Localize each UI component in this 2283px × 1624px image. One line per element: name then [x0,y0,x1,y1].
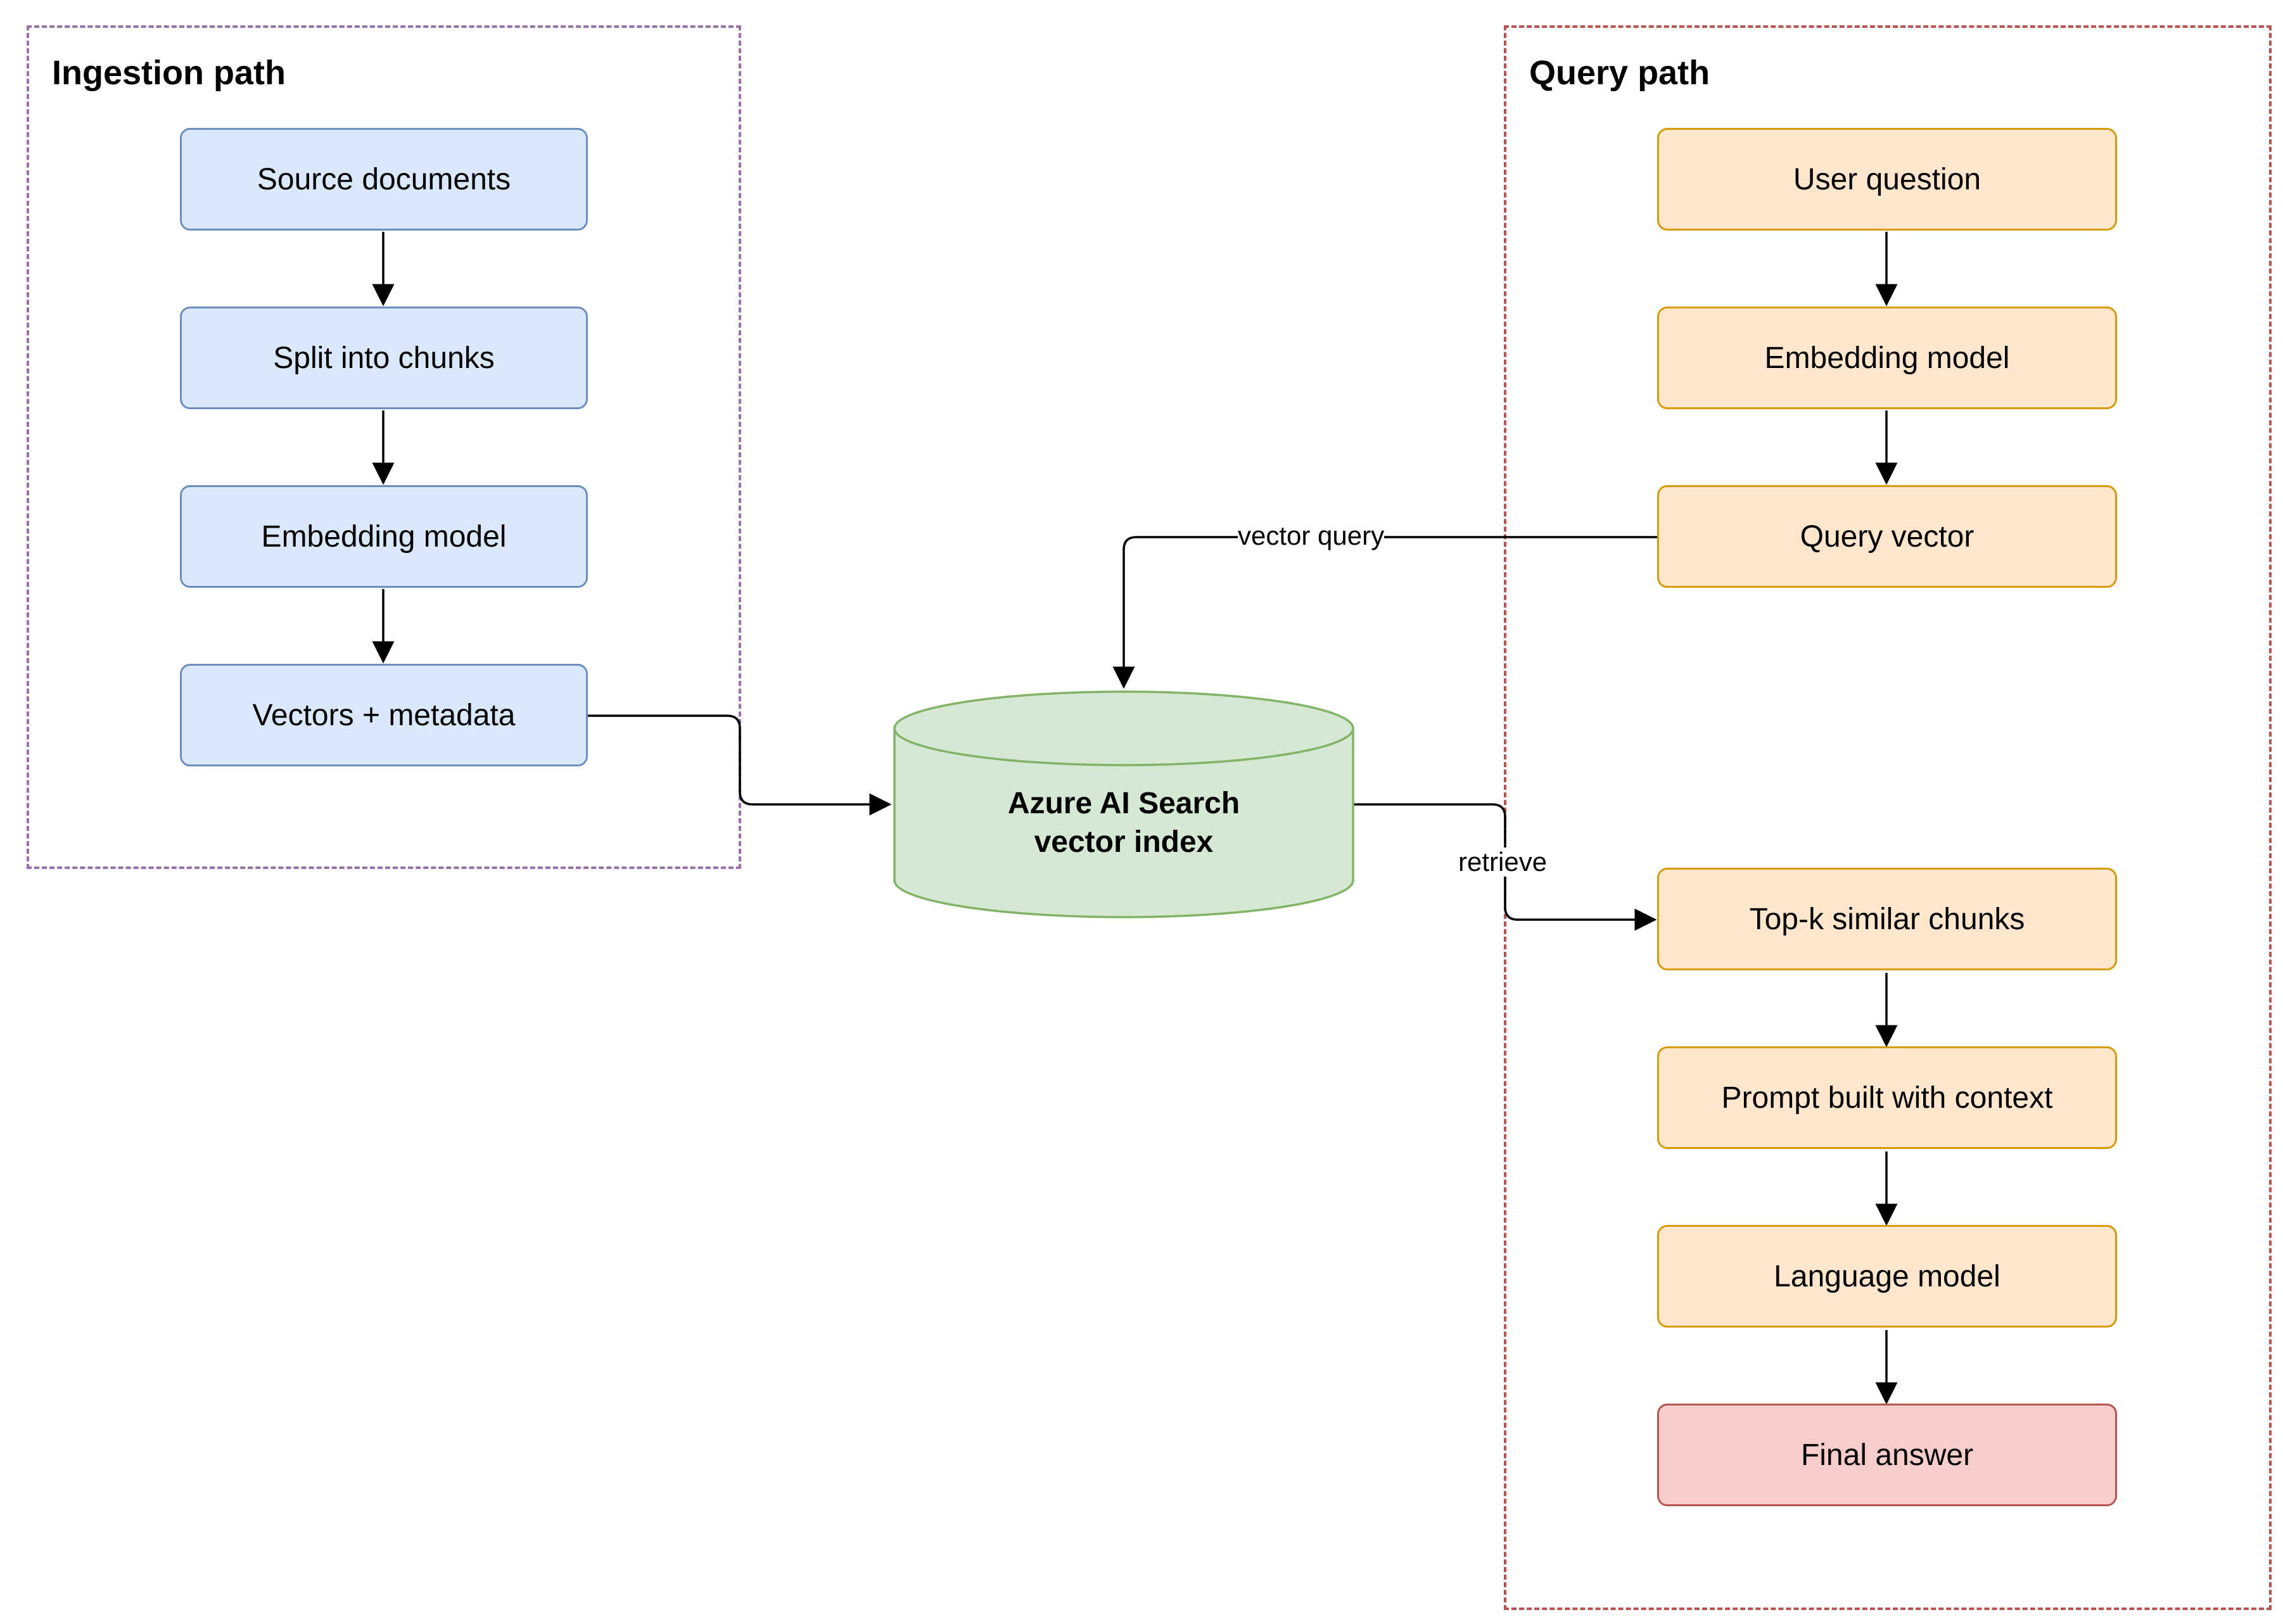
vector-index-cylinder [893,690,1354,918]
node-source-documents: Source documents [180,128,588,231]
node-vectors-metadata: Vectors + metadata [180,664,588,766]
ingestion-path-group: Ingestion path [27,25,741,869]
query-path-title: Query path [1529,54,1710,92]
edge-vectors-to-index [588,714,892,816]
node-topk-similar-chunks: Top-k similar chunks [1657,868,2117,970]
node-final-answer: Final answer [1657,1404,2117,1506]
node-ingestion-embedding-model: Embedding model [180,485,588,588]
node-user-question: User question [1657,128,2117,231]
edge-label-vector-query: vector query [1238,521,1385,551]
ingestion-path-title: Ingestion path [52,54,286,92]
node-query-vector: Query vector [1657,485,2117,588]
node-query-embedding-model: Embedding model [1657,307,2117,409]
edge-query-vector-to-index [1112,536,1658,689]
node-prompt-built-with-context: Prompt built with context [1657,1046,2117,1149]
node-language-model: Language model [1657,1225,2117,1328]
node-split-into-chunks: Split into chunks [180,307,588,409]
vector-index-label: Azure AI Search vector index [1007,787,1240,859]
edge-label-retrieve: retrieve [1458,847,1548,877]
